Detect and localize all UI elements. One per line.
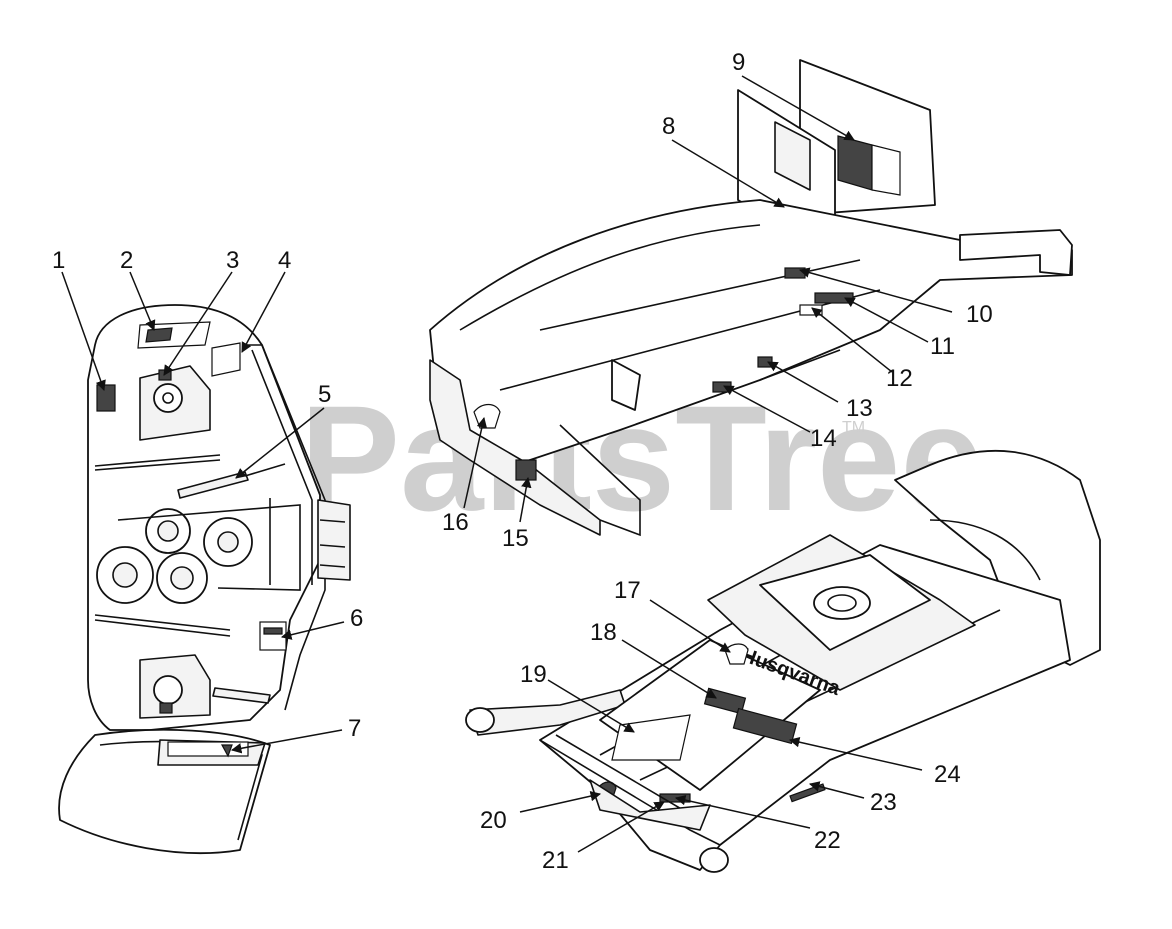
callout-19: 19 (520, 661, 547, 688)
callout-18: 18 (590, 619, 617, 646)
callout-8: 8 (662, 113, 675, 140)
callout-3: 3 (226, 247, 239, 274)
callout-7: 7 (348, 715, 361, 742)
callout-21: 21 (542, 847, 569, 874)
mower-deck (58, 304, 351, 855)
callout-10: 10 (966, 301, 993, 328)
callout-2: 2 (120, 247, 133, 274)
callout-6: 6 (350, 605, 363, 632)
watermark-tm: TM (842, 419, 865, 436)
callout-12: 12 (886, 365, 913, 392)
frame-top-view (429, 59, 1073, 537)
callout-20: 20 (480, 807, 507, 834)
frame-bottom-view: Husqvarna (465, 449, 1101, 873)
callout-16: 16 (442, 509, 469, 536)
leader-lines (61, 75, 953, 853)
callout-labels: 1 2 3 4 5 6 7 8 9 10 11 12 13 14 15 16 1… (52, 49, 993, 874)
callout-22: 22 (814, 827, 841, 854)
callout-23: 23 (870, 789, 897, 816)
callout-1: 1 (52, 247, 65, 274)
callout-17: 17 (614, 577, 641, 604)
callout-13: 13 (846, 395, 873, 422)
callout-24: 24 (934, 761, 961, 788)
callout-15: 15 (502, 525, 529, 552)
callout-14: 14 (810, 425, 837, 452)
callout-9: 9 (732, 49, 745, 76)
callout-5: 5 (318, 381, 331, 408)
callout-11: 11 (930, 333, 955, 360)
callout-4: 4 (278, 247, 291, 274)
